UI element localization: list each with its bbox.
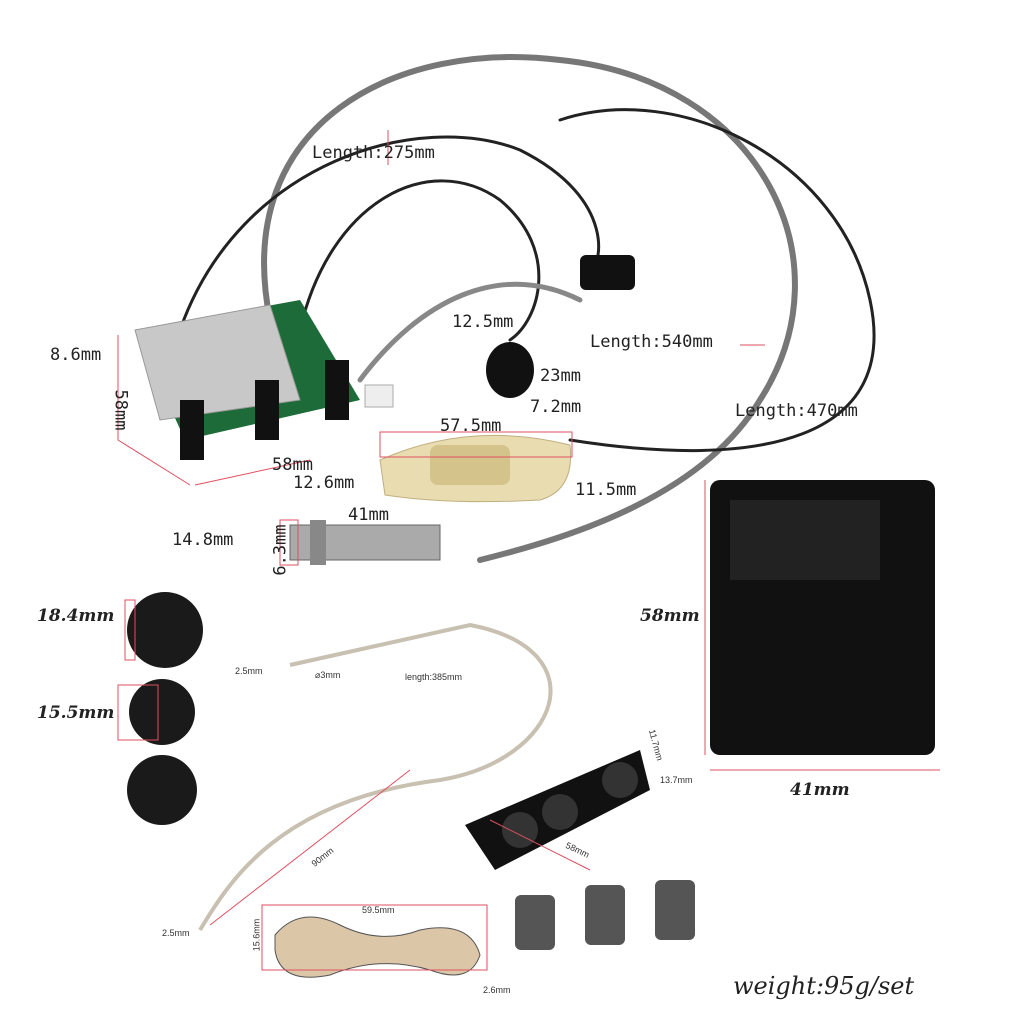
mic-depth: 7.2mm [530, 397, 582, 417]
board-thickness: 2.6mm [483, 985, 511, 995]
preamp-depth: 58mm [110, 389, 131, 431]
pickup-height: 12.6mm [293, 473, 355, 493]
microphone [486, 342, 534, 398]
bag-width: 41mm [790, 780, 850, 800]
piezo-wire [198, 622, 553, 932]
board-width: 15.6mm [251, 918, 262, 952]
pickup-depth: 11.5mm [575, 480, 637, 500]
wooden-plate [274, 916, 481, 978]
bracket [465, 750, 650, 870]
output-jack [289, 520, 441, 565]
soundhole-pickup [379, 434, 572, 503]
jack-diameter: 14.8mm [172, 530, 234, 550]
pickup-length: 57.5mm [440, 416, 502, 436]
mic-height: 23mm [540, 366, 581, 386]
battery-clip [580, 255, 635, 290]
piezo-length: length:385mm [405, 672, 463, 682]
bag-height: 58mm [640, 606, 700, 626]
board-length: 59.5mm [362, 905, 395, 915]
preamp-height: 8.6mm [50, 345, 102, 365]
piezo-end: 2.5mm [162, 928, 190, 938]
knob-large-size: 18.4mm [37, 606, 115, 626]
mic-top: 12.5mm [452, 312, 514, 332]
storage-bag [710, 480, 935, 755]
piezo-tip: 2.5mm [235, 666, 263, 676]
cables [178, 54, 876, 563]
bushings [515, 880, 695, 950]
jack-length: 41mm [348, 505, 389, 525]
knobs [127, 592, 203, 825]
cable-length-main: Length:275mm [312, 143, 435, 163]
bracket-hole: 13.7mm [660, 775, 693, 785]
dimension-lines [117, 130, 940, 971]
cable-length-battery: Length:540mm [590, 332, 713, 352]
knob-medium-size: 15.5mm [37, 703, 115, 723]
jack-inner: 6.3mm [270, 524, 291, 576]
preamp-width: 58mm [272, 455, 313, 475]
cable-length-jack: Length:470mm [735, 401, 858, 421]
preamp-board [134, 300, 394, 460]
weight-label: weight:95g/set [733, 972, 915, 1000]
piezo-diameter: ⌀3mm [315, 670, 341, 680]
